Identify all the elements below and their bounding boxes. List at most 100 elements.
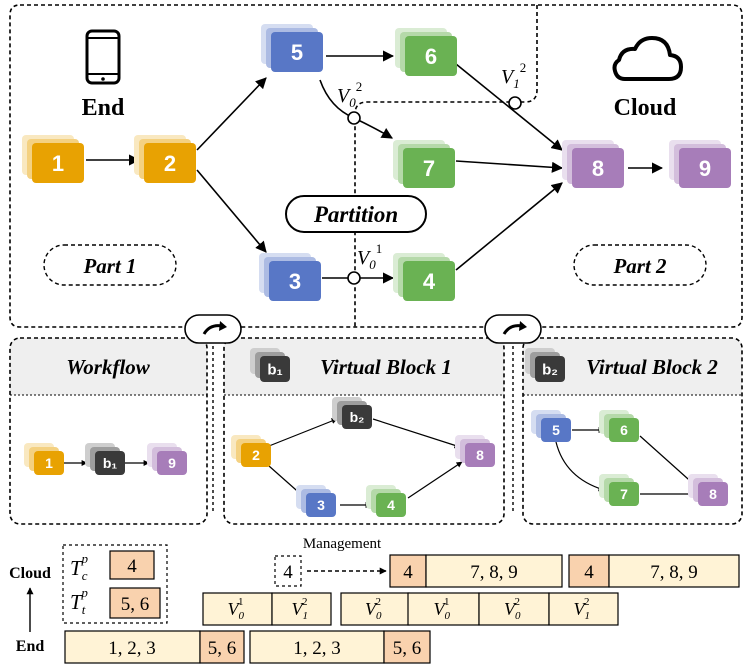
vb1-title-badge: b₁ <box>250 348 290 382</box>
title-badges: b₁ b₂ <box>250 348 565 382</box>
transfer-cell <box>478 592 550 626</box>
vb1-node-4-label: 4 <box>387 497 395 513</box>
vb1-node-3-label: 3 <box>317 497 325 513</box>
wf-node-9: 9 <box>147 443 187 475</box>
transfer-cell <box>271 592 332 626</box>
panel-workflow <box>9 337 208 525</box>
cloud-label: Cloud <box>614 95 677 121</box>
cloud-row-1 <box>389 554 563 588</box>
node-7: 7 <box>393 140 455 188</box>
part1-oval <box>43 244 177 286</box>
middle-nodes: 1 b₁ 9 2 b₂ 3 4 8 5 6 7 8 <box>24 397 728 517</box>
vb1-node-2: 2 <box>231 435 271 467</box>
cloud-icon <box>612 36 683 81</box>
node-6-label: 6 <box>425 44 437 69</box>
legend-tc-cell <box>109 550 155 580</box>
label-v01: V01 <box>357 241 382 272</box>
vb1-title-badge-label: b₁ <box>267 361 282 378</box>
node-5: 5 <box>261 24 323 72</box>
vb2-node-5: 5 <box>531 410 571 442</box>
node-6: 6 <box>395 28 457 76</box>
wf-node-b1-label: b₁ <box>103 455 118 471</box>
management-box <box>274 555 302 587</box>
end-row-2 <box>249 630 431 664</box>
vb1-node-4: 4 <box>366 485 406 517</box>
node-4: 4 <box>393 253 455 301</box>
node-8-label: 8 <box>592 156 604 181</box>
transfer-cell-label: V02 <box>504 596 521 622</box>
cut-points <box>347 96 522 285</box>
vb1-node-b2: b₂ <box>332 397 372 429</box>
phone-icon <box>85 29 121 85</box>
cloud-row-2-rest: 7, 8, 9 <box>650 562 698 583</box>
node-1: 1 <box>22 135 84 183</box>
cloud-row-2-first: 4 <box>584 562 594 583</box>
end-row-1 <box>64 630 245 664</box>
label-v02: V02 <box>337 79 362 110</box>
wf-node-1-label: 1 <box>45 455 53 471</box>
vb2-node-7: 7 <box>599 474 639 506</box>
transfer-cell-label: V12 <box>574 596 591 622</box>
vb1-node-3: 3 <box>296 485 336 517</box>
transfer-cell-label: V01 <box>434 596 451 622</box>
node-8: 8 <box>562 140 624 188</box>
transfer-cell-label: V12 <box>292 596 309 622</box>
vb2-title-badge: b₂ <box>525 348 565 382</box>
node-9: 9 <box>669 140 731 188</box>
legend-tc-value: 4 <box>127 556 137 577</box>
legend-tt-value: 5, 6 <box>121 594 150 615</box>
node-1-label: 1 <box>52 151 64 176</box>
vb1-node-2-label: 2 <box>252 447 260 463</box>
end-row-1-main: 1, 2, 3 <box>108 638 156 659</box>
partition-label: Partition <box>313 202 398 227</box>
legend-tt: Ttp <box>70 585 88 617</box>
top-frame <box>9 4 743 328</box>
vb1-node-8-label: 8 <box>476 447 484 463</box>
vb1-title: Virtual Block 1 <box>320 355 452 379</box>
workflow-title: Workflow <box>66 355 151 379</box>
vb2-node-8-label: 8 <box>709 486 717 502</box>
top-nodes: 1 2 3 4 5 6 7 8 9 <box>22 24 731 301</box>
wf-node-b1: b₁ <box>85 443 125 475</box>
end-label: End <box>82 95 125 121</box>
vb2-title: Virtual Block 2 <box>586 355 718 379</box>
cut-point-v12 <box>508 96 522 110</box>
legend-box <box>62 544 168 624</box>
wf-node-9-label: 9 <box>168 455 176 471</box>
transfer-cell <box>548 592 619 626</box>
vb1-node-8: 8 <box>455 435 495 467</box>
cloud-row-1-first: 4 <box>403 562 413 583</box>
node-2-label: 2 <box>164 151 176 176</box>
transfer-cell <box>340 592 410 626</box>
node-5-label: 5 <box>291 40 303 65</box>
end-row-1-tail: 5, 6 <box>208 638 237 659</box>
transfer-cell-label: V01 <box>228 596 245 622</box>
panel-virtual-block-2 <box>522 337 743 525</box>
vb2-node-6: 6 <box>599 410 639 442</box>
node-3: 3 <box>259 253 321 301</box>
vb2-node-7-label: 7 <box>620 486 628 502</box>
transfer-cell-label: V02 <box>365 596 382 622</box>
cloud-row-2 <box>568 554 740 588</box>
vb2-node-5-label: 5 <box>552 422 560 438</box>
part1-label: Part 1 <box>82 254 136 278</box>
connector-right <box>484 314 542 513</box>
node-2: 2 <box>134 135 196 183</box>
vb2-node-6-label: 6 <box>620 422 628 438</box>
end-row-2-main: 1, 2, 3 <box>293 638 341 659</box>
node-9-label: 9 <box>699 156 711 181</box>
legend-tt-cell <box>109 587 161 619</box>
management-value: 4 <box>283 562 293 583</box>
connector-left <box>184 314 242 513</box>
panel-virtual-block-1 <box>223 337 505 525</box>
cut-point-v01 <box>347 271 361 285</box>
wf-node-1: 1 <box>24 443 64 475</box>
label-v12: V12 <box>501 60 526 91</box>
end-row-2-tail: 5, 6 <box>393 638 422 659</box>
legend-tc: Tcp <box>70 551 88 583</box>
part2-oval <box>573 244 707 286</box>
bottom-end-label: End <box>16 638 45 655</box>
node-7-label: 7 <box>423 156 435 181</box>
node-4-label: 4 <box>423 269 436 294</box>
